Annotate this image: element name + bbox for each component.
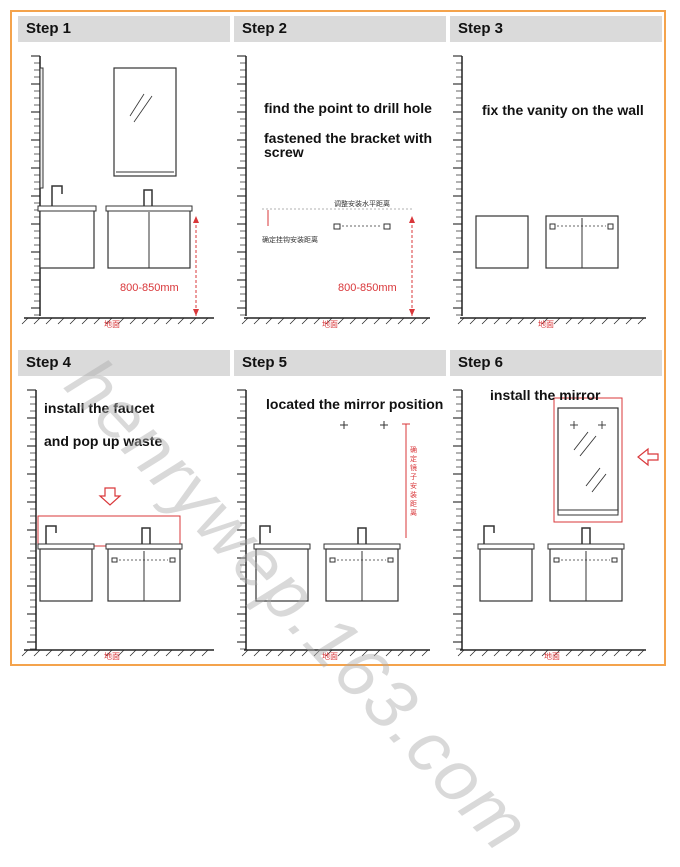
mirror-distance-label: 确定镜子安装距离	[410, 447, 417, 517]
step-2-title: Step 2	[242, 20, 288, 37]
hook-distance-label: 确定挂钩安装距离	[262, 237, 318, 244]
step-5-illustration	[237, 389, 430, 657]
faucet-icon	[51, 185, 63, 206]
height-measure: 800-850mm	[338, 282, 397, 294]
step-2-note-1: find the point to drill hole	[264, 100, 432, 116]
step-6-illustration	[453, 389, 659, 657]
wall-ruler	[237, 389, 247, 650]
step-5-title: Step 5	[242, 354, 288, 371]
mirror	[113, 67, 177, 177]
vanity-cabinet-side	[255, 548, 309, 602]
floor-label: 地面	[104, 320, 120, 329]
step-1-illustration	[21, 55, 214, 325]
step-4-header: Step 4	[18, 350, 230, 376]
wall-ruler	[27, 389, 37, 650]
step-4-note-1: install the faucet	[44, 400, 155, 416]
floor-label: 地面	[322, 652, 338, 661]
step-4-panel: Step 4 install the faucet and pop up was…	[18, 350, 230, 666]
step-2-illustration	[237, 55, 430, 325]
step-3-illustration	[453, 55, 646, 325]
step-3-note-1: fix the vanity on the wall	[482, 102, 644, 118]
floor-label: 地面	[322, 320, 338, 329]
vanity-cabinet-side	[39, 548, 93, 602]
floor-label: 地面	[104, 652, 120, 661]
step-4-illustration	[21, 389, 214, 657]
step-6-title: Step 6	[458, 354, 504, 371]
wall-ruler	[453, 55, 463, 316]
step-2-note-3: screw	[264, 144, 304, 160]
step-3-title: Step 3	[458, 20, 504, 37]
step-6-note-1: install the mirror	[490, 387, 601, 403]
floor-label: 地面	[544, 652, 560, 661]
wall-ruler	[31, 55, 41, 316]
step-4-title: Step 4	[26, 354, 72, 371]
step-1-panel: Step 1 800-850mm 地面	[18, 16, 230, 332]
step-2-header: Step 2	[234, 16, 446, 42]
step-3-panel: Step 3 fix the vanity on the wall 地面	[450, 16, 662, 332]
wall-ruler	[453, 389, 463, 650]
faucet-icon	[259, 525, 271, 544]
vanity-cabinet-side	[479, 548, 533, 602]
step-5-panel: Step 5 located the mirror position 确定镜子安…	[234, 350, 446, 666]
step-5-header: Step 5	[234, 350, 446, 376]
step-3-header: Step 3	[450, 16, 662, 42]
step-1-title: Step 1	[26, 20, 72, 37]
step-6-header: Step 6	[450, 350, 662, 376]
vanity-cabinet-side	[475, 215, 529, 269]
left-arrow-icon	[637, 447, 659, 467]
floor-label: 地面	[538, 320, 554, 329]
vanity-cabinet-side	[39, 209, 95, 269]
faucet-icon	[45, 525, 57, 544]
mirror	[557, 407, 619, 513]
horizontal-distance-label: 调整安装水平距离	[334, 201, 390, 208]
wall-ruler	[237, 55, 247, 316]
faucet-icon	[483, 525, 495, 544]
instruction-sheet-frame	[10, 10, 666, 666]
height-measure: 800-850mm	[120, 282, 179, 294]
faucet-icon	[581, 527, 591, 544]
step-4-note-2: and pop up waste	[44, 433, 163, 449]
step-5-note-1: located the mirror position	[266, 396, 444, 412]
down-arrow-icon	[98, 487, 122, 506]
step-2-panel: Step 2 find the point to drill hole fast…	[234, 16, 446, 332]
step-6-panel: Step 6 install the mirror 地面	[450, 350, 662, 666]
step-1-header: Step 1	[18, 16, 230, 42]
step-2-note-2: fastened the bracket with	[264, 130, 433, 146]
faucet-icon	[141, 527, 151, 544]
faucet-icon	[357, 527, 367, 544]
